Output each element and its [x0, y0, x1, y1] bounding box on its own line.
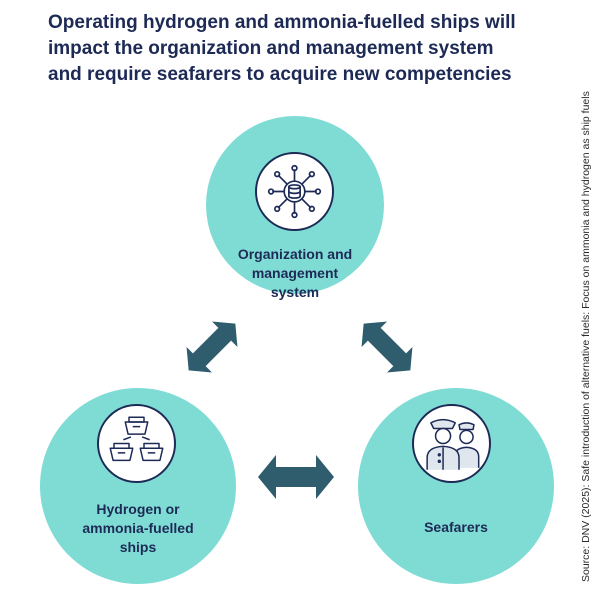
- label-line: Seafarers: [424, 519, 488, 535]
- label-line: ammonia-fuelled: [82, 520, 194, 536]
- ships-icon: [97, 404, 176, 483]
- double-arrow-org-seafarers: [361, 321, 413, 373]
- seafarers-label: Seafarers: [382, 518, 530, 537]
- label-line: management: [251, 265, 339, 281]
- title-line: impact the organization and management s…: [48, 38, 494, 59]
- organization-label: Organization and management system: [220, 245, 370, 302]
- title-line: Operating hydrogen and ammonia-fuelled s…: [48, 12, 516, 33]
- title-line: and require seafarers to acquire new com…: [48, 64, 512, 85]
- source-note: Source: DNV (2025): Safe introduction of…: [580, 91, 592, 582]
- double-arrow-ships-org: [186, 321, 238, 373]
- double-arrow-ships-seafarers: [258, 455, 334, 499]
- seafarers-icon: [412, 404, 491, 483]
- label-line: system: [270, 284, 320, 300]
- ships-label: Hydrogen or ammonia-fuelled ships: [64, 500, 212, 557]
- database-network-icon: [255, 152, 334, 231]
- label-line: Hydrogen or: [96, 501, 180, 517]
- diagram-title: Operating hydrogen and ammonia-fuelled s…: [48, 10, 548, 88]
- label-line: Organization and: [237, 246, 353, 262]
- label-line: ships: [119, 539, 157, 555]
